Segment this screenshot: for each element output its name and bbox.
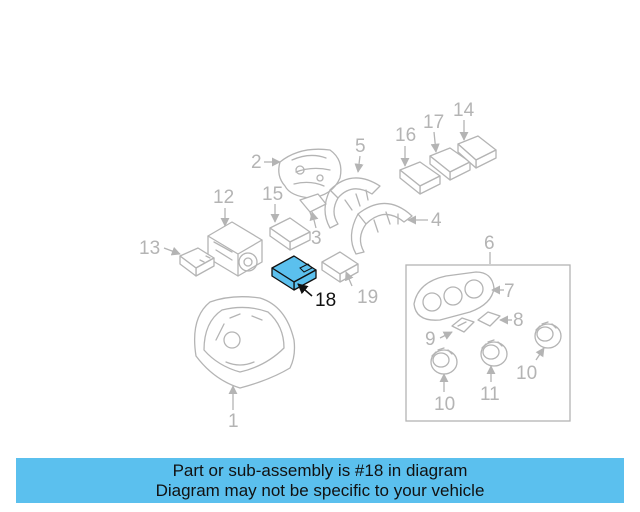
part-16-switch (399, 161, 441, 195)
callout-10-right: 10 (516, 363, 537, 384)
callout-15: 15 (262, 184, 283, 205)
part-18-highlighted[interactable] (271, 255, 317, 291)
banner-line-1: Part or sub-assembly is #18 in diagram (172, 461, 468, 480)
callout-16: 16 (395, 125, 416, 146)
part-11-knob (480, 339, 508, 367)
leader-18 (297, 283, 313, 297)
leader-3 (309, 211, 319, 229)
leader-13 (163, 246, 181, 256)
callout-3: 3 (311, 228, 322, 249)
callout-4: 4 (431, 210, 442, 231)
part-6-assembly-box (405, 264, 571, 422)
callout-5: 5 (355, 136, 366, 157)
callout-10-left: 10 (434, 394, 455, 415)
part-15-relay (269, 217, 311, 251)
leader-19 (345, 271, 354, 287)
part-8-switch (477, 311, 501, 327)
info-banner: Part or sub-assembly is #18 in diagram D… (16, 458, 624, 503)
leader-9 (439, 331, 453, 340)
part-17-switch (429, 147, 471, 181)
part-12-control-unit (207, 221, 263, 277)
callout-2: 2 (251, 152, 262, 173)
part-10-knob-right (534, 321, 562, 349)
part-10-knob-left (430, 347, 458, 375)
part-1-instrument-cluster (193, 296, 296, 389)
part-5-duct (324, 177, 381, 229)
callout-13: 13 (139, 238, 160, 259)
callout-12: 12 (213, 187, 234, 208)
callout-7: 7 (504, 281, 515, 302)
callout-18: 18 (315, 290, 336, 311)
banner-line-2: Diagram may not be specific to your vehi… (155, 481, 485, 500)
callout-11: 11 (480, 384, 500, 405)
callout-6: 6 (484, 233, 495, 254)
part-13-connector (179, 247, 215, 277)
part-7-bezel (413, 271, 495, 321)
callout-17: 17 (423, 112, 444, 133)
part-14-switch (457, 135, 497, 169)
callout-9: 9 (425, 329, 436, 350)
leader-17 (430, 131, 440, 153)
leader-10-right (535, 347, 545, 361)
callout-1: 1 (228, 411, 239, 432)
callout-8: 8 (513, 310, 524, 331)
part-4-duct (350, 202, 413, 255)
leader-5 (354, 155, 364, 173)
part-19-module (321, 251, 359, 283)
callout-19: 19 (357, 287, 378, 308)
part-9-switch (451, 317, 475, 333)
callout-14: 14 (453, 100, 475, 121)
